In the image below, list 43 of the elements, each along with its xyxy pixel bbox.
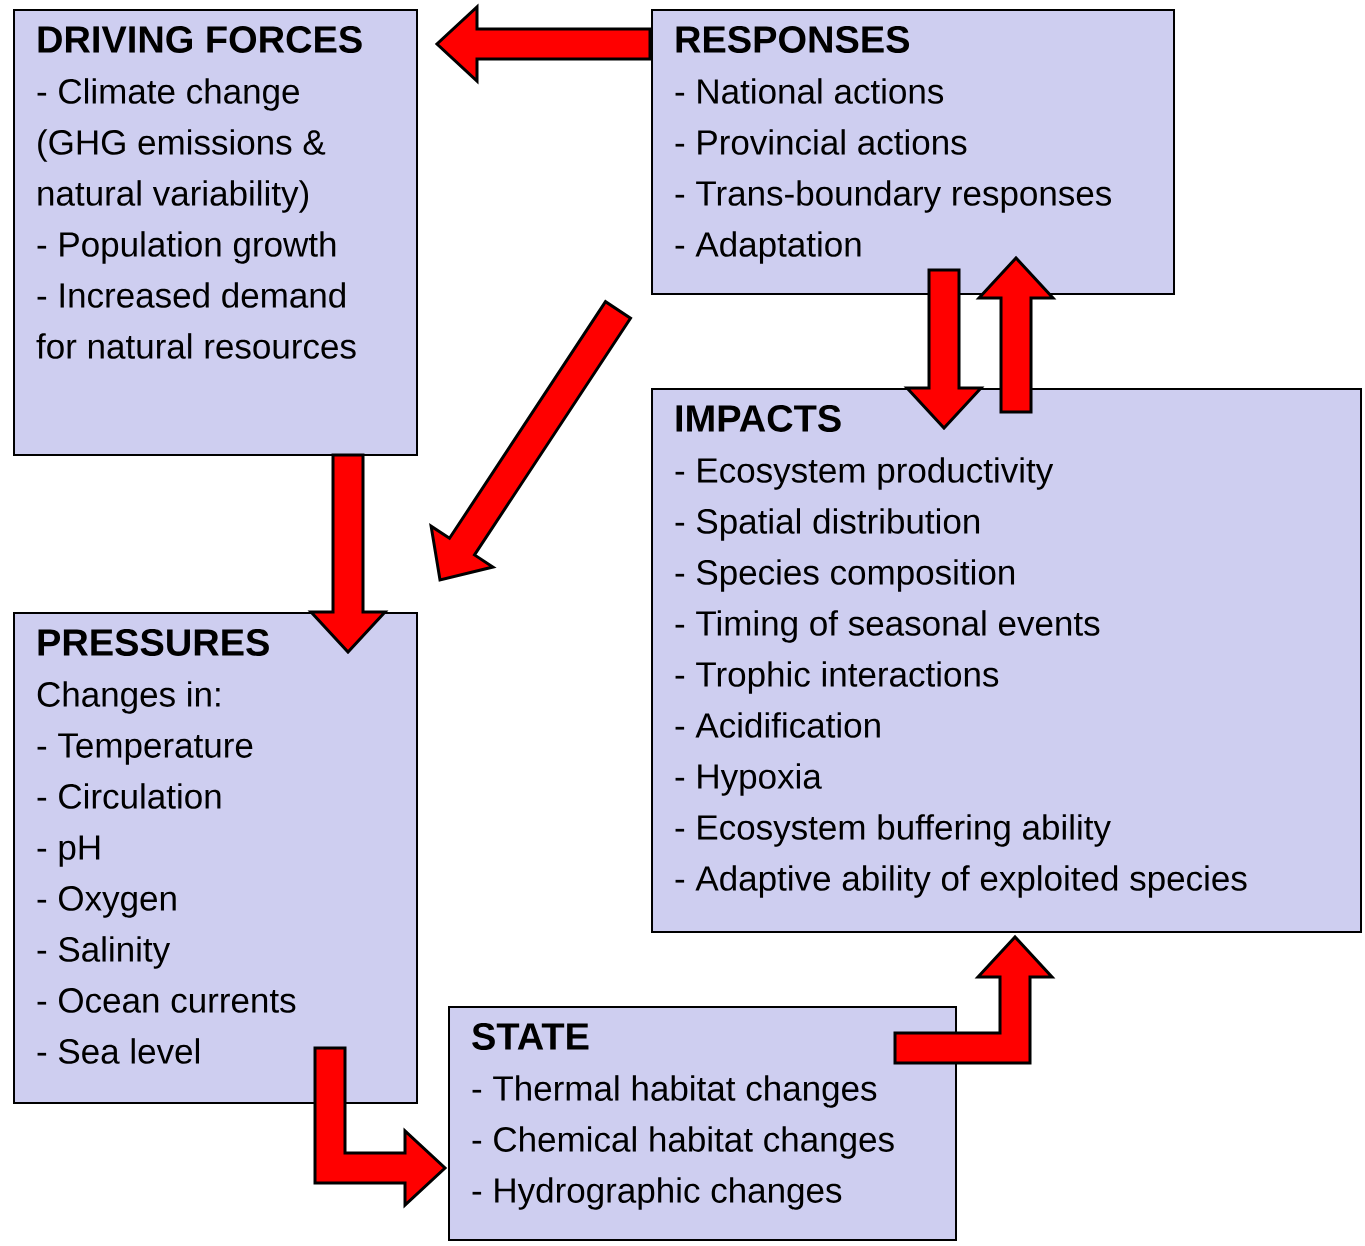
list-item: - Temperature	[37, 733, 253, 765]
block-arrow	[975, 255, 1057, 414]
list-item: - Ocean currents	[37, 988, 296, 1013]
list-item: - Hydrographic changes	[472, 1177, 842, 1210]
list-item: - Population growth	[37, 231, 336, 264]
list-item: - Adaptation	[675, 231, 861, 264]
list-item: - Spatial distribution	[675, 508, 980, 541]
block-arrow	[434, 3, 652, 85]
list-item: - Adaptive ability of exploited species	[675, 865, 1247, 898]
list-item: - National actions	[675, 78, 944, 104]
list-item: - Acidification	[675, 712, 880, 738]
list-item: - Hypoxia	[675, 763, 822, 796]
list-item: - Increased demand for natural resources	[36, 282, 356, 359]
list-item: - Ecosystem productivity	[675, 457, 1054, 490]
list-item: - Chemical habitat changes	[472, 1126, 894, 1159]
block-arrow	[313, 1046, 448, 1209]
list-item: - Timing of seasonal events	[675, 610, 1100, 643]
block-arrow	[307, 453, 389, 655]
list-item: - Salinity	[37, 936, 171, 969]
list-item: Changes in:	[37, 681, 220, 714]
list-item: - Oxygen	[37, 886, 176, 918]
info-box	[13, 9, 418, 456]
info-box	[13, 612, 418, 1104]
list-item: - Species composition	[675, 559, 1015, 592]
info-box	[651, 388, 1362, 933]
list-item: - Provincial actions	[675, 129, 967, 155]
list-item: - Trophic interactions	[675, 661, 999, 694]
box-heading: PRESSURES	[38, 629, 269, 656]
list-item: - Ecosystem buffering ability	[675, 814, 1111, 847]
list-item: - pH	[37, 835, 100, 867]
list-item: - Climate change (GHG emissions & natural variability)	[37, 78, 326, 213]
list-item: - Trans-boundary responses	[675, 180, 1111, 213]
info-box	[651, 9, 1175, 295]
block-arrow	[893, 934, 1056, 1065]
box-heading: STATE	[472, 1023, 589, 1050]
box-heading: RESPONSES	[676, 26, 910, 53]
list-item: - Sea level	[37, 1038, 199, 1064]
list-item: - Thermal habitat changes	[472, 1075, 877, 1108]
box-heading: IMPACTS	[676, 405, 841, 432]
block-arrow	[903, 268, 985, 431]
list-item: - Circulation	[37, 783, 221, 809]
box-heading: DRIVING FORCES	[38, 26, 362, 53]
info-box	[448, 1006, 957, 1241]
